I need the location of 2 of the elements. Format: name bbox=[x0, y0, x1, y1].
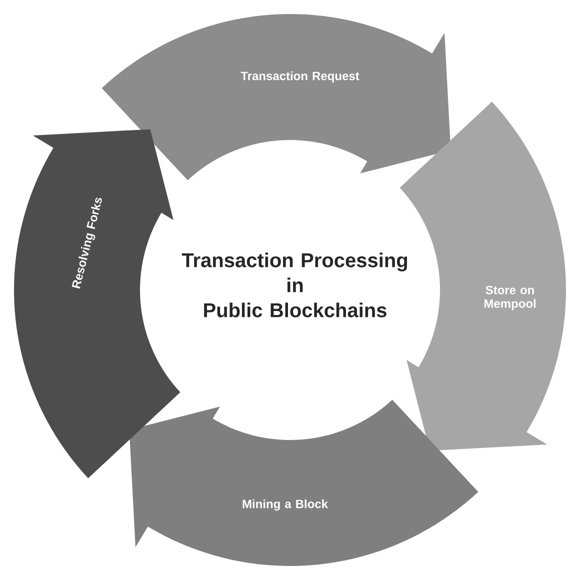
arrow-segment: Transaction Request bbox=[102, 14, 451, 180]
arrow-segment: Mining a Block bbox=[129, 400, 478, 566]
